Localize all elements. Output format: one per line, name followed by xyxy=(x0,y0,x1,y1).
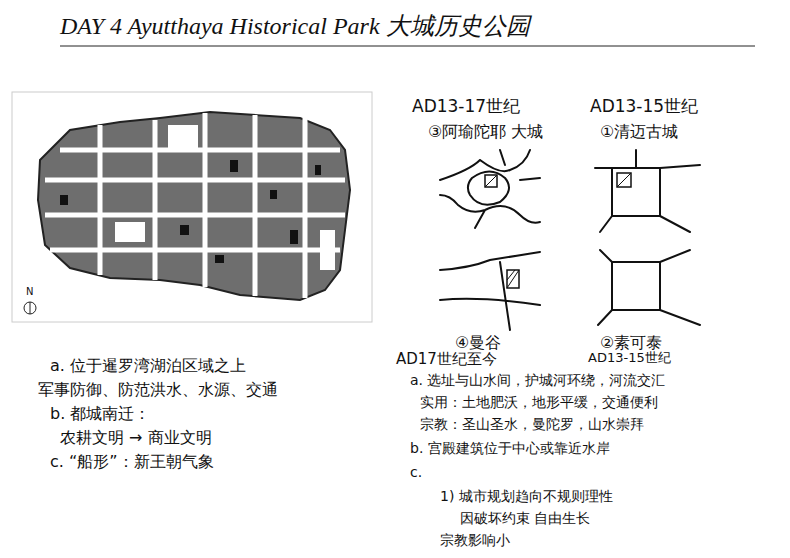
note-text: 农耕文明 → 商业文明 xyxy=(60,428,212,447)
era-label: AD13-15世纪 xyxy=(590,96,698,116)
note-text: c. “船形”：新王朝气象 xyxy=(50,452,214,471)
note-text: 宗教：圣山圣水，曼陀罗，山水崇拜 xyxy=(420,416,644,433)
city-label: ③阿瑜陀耶 大城 xyxy=(428,122,543,141)
note-text: b. 宫殿建筑位于中心或靠近水岸 xyxy=(410,440,610,457)
note-text: c. xyxy=(410,464,422,481)
note-text: 军事防御、防范洪水、水源、交通 xyxy=(38,380,278,399)
city-label: ①清迈古城 xyxy=(600,122,678,141)
city-label: ④曼谷 xyxy=(455,333,501,352)
note-text: 因破坏约束 自由生长 xyxy=(460,510,590,527)
note-text: b. 都城南迁： xyxy=(50,404,150,423)
page-title: DAY 4 Ayutthaya Historical Park 大城历史公园 xyxy=(60,12,530,41)
era-label: AD17世纪至今 xyxy=(396,350,497,368)
era-label: AD13-15世纪 xyxy=(588,350,671,366)
north-mark: N xyxy=(26,286,33,298)
note-text: a. 位于暹罗湾湖泊区域之上 xyxy=(50,356,246,375)
note-text: 1) 城市规划趋向不规则理性 xyxy=(440,488,613,505)
city-label: ②素可泰 xyxy=(600,333,662,352)
era-label: AD13-17世纪 xyxy=(412,96,520,116)
note-text: a. 选址与山水间，护城河环绕，河流交汇 xyxy=(410,372,665,389)
note-text: 宗教影响小 xyxy=(440,532,510,549)
note-text: 实用：土地肥沃，地形平缓，交通便利 xyxy=(420,394,658,411)
